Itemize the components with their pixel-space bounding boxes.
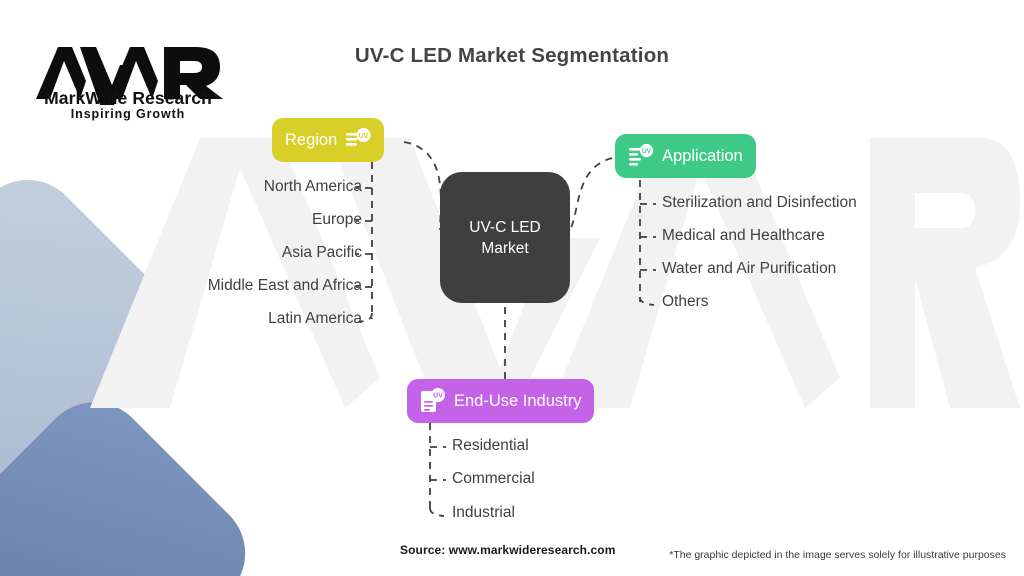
center-node-label: UV-C LED Market — [469, 218, 541, 257]
branch-badge-region[interactable]: Region UV — [272, 118, 385, 162]
svg-text:UV: UV — [359, 133, 369, 140]
tick-application-3 — [639, 296, 655, 306]
leaf-application-3: Others — [662, 293, 709, 310]
svg-text:UV: UV — [433, 393, 443, 400]
leaf-region-0: North America — [263, 178, 362, 195]
logo-company-name: MarkWide Research — [44, 88, 212, 108]
branch-badge-end-use-industry[interactable]: UV End-Use Industry — [407, 379, 595, 423]
source-label[interactable]: Source: www.markwideresearch.com — [400, 543, 616, 557]
uv-document-icon: UV — [346, 128, 371, 146]
leaf-application-2: Water and Air Purification — [662, 260, 837, 277]
uv-document-icon: UV — [421, 388, 445, 412]
center-node[interactable]: UV-C LED Market — [440, 172, 570, 303]
page-title: UV-C LED Market Segmentation — [354, 44, 670, 67]
branch-label-application: Application — [662, 146, 743, 165]
connector-application-to-center — [569, 157, 613, 231]
leaf-region-2: Asia Pacific — [281, 244, 362, 261]
leaf-end-use-1: Commercial — [452, 470, 535, 487]
svg-text:UV: UV — [642, 148, 652, 155]
decorative-square-light — [0, 157, 191, 533]
leaf-end-use-0: Residential — [452, 437, 529, 454]
branch-badge-application[interactable]: UV Application — [615, 134, 756, 178]
logo-tagline: Inspiring Growth — [70, 107, 186, 121]
connector-region-to-center — [403, 141, 442, 231]
tick-enduse-2 — [429, 507, 445, 517]
leaf-region-4: Latin America — [268, 310, 362, 327]
leaf-end-use-2: Industrial — [452, 504, 515, 521]
decorative-square-dark — [0, 379, 268, 576]
leaf-region-1: Europe — [312, 211, 362, 228]
uv-document-icon: UV — [629, 143, 654, 166]
leaf-application-1: Medical and Healthcare — [662, 227, 825, 244]
leaf-region-3: Middle East and Africa — [207, 277, 362, 294]
disclaimer-note: *The graphic depicted in the image serve… — [669, 549, 1006, 561]
leaf-application-0: Sterilization and Disinfection — [662, 194, 857, 211]
branch-label-end-use-industry: End-Use Industry — [454, 391, 582, 410]
branch-label-region: Region — [285, 130, 338, 149]
logo-mark-icon — [36, 47, 223, 105]
